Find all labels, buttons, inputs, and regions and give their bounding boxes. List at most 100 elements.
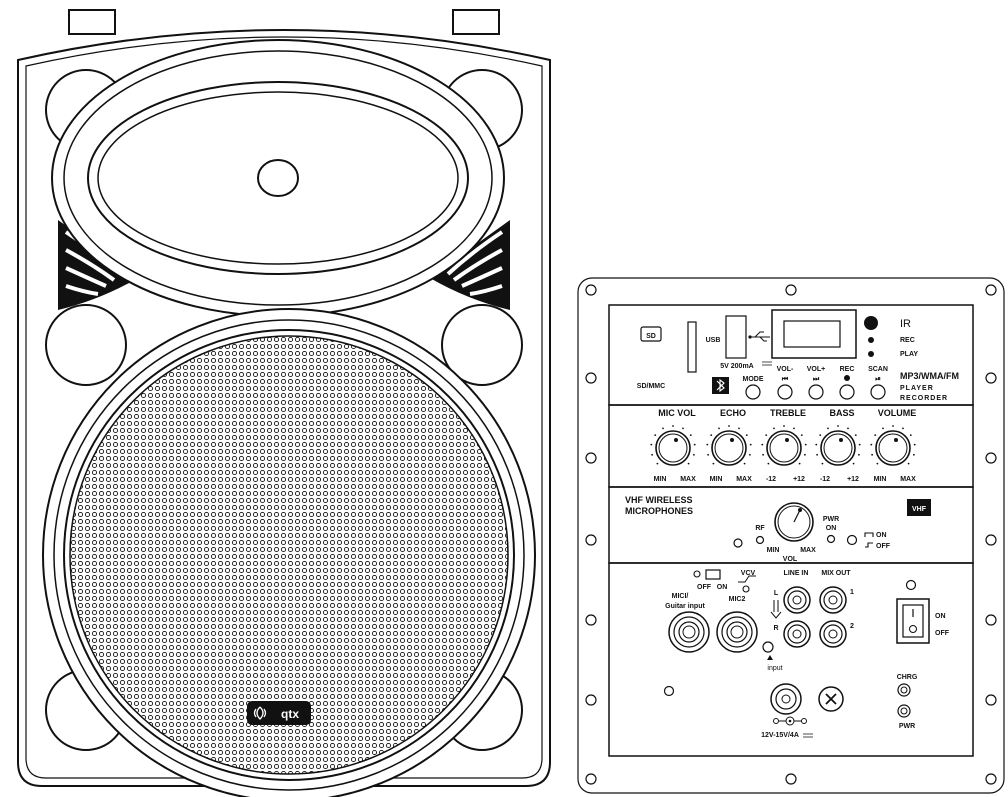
left-channel-label: L: [774, 590, 779, 597]
mic1-label-1: MICI/: [672, 593, 689, 600]
knob-tick: [852, 462, 855, 465]
knob-tick: [710, 434, 713, 436]
knob-tick: [874, 434, 877, 436]
knob-tick: [651, 453, 653, 456]
chrg-led: [897, 683, 911, 697]
dc-input-jack[interactable]: [770, 683, 802, 715]
knob-tick: [745, 434, 748, 436]
knob-tick: [672, 425, 674, 427]
switch-on-icon: [864, 532, 874, 537]
chrg-label: CHRG: [897, 674, 918, 681]
triangle-up-icon: [767, 655, 773, 660]
vol-minus-button[interactable]: [777, 384, 793, 400]
rec-led-label: REC: [900, 337, 915, 344]
knob-3: BASS-12+12: [815, 408, 861, 483]
speaker-cabinet: qtx: [17, 9, 551, 797]
player-section: SD SD/MMC USB 5V 200mA IR REC PLAY MODE …: [608, 304, 974, 406]
rec-button[interactable]: [839, 384, 855, 400]
scan-button[interactable]: [870, 384, 886, 400]
knob-tick: [871, 453, 873, 456]
right-vent: [430, 220, 510, 310]
wireless-min: MIN: [767, 547, 780, 554]
knob-tick: [773, 427, 775, 430]
guitar-input-switch[interactable]: [705, 569, 721, 580]
knob-max-label: MAX: [736, 476, 752, 483]
knob-tick: [687, 462, 690, 465]
vhf-badge-text: VHF: [912, 506, 927, 513]
knob-tick: [650, 443, 653, 446]
knob-dial[interactable]: [711, 430, 747, 466]
knob-tick: [728, 425, 730, 427]
knob-tick: [693, 453, 695, 456]
knob-2: TREBLE-12+12: [761, 408, 807, 483]
mic2-jack[interactable]: [716, 611, 758, 653]
power-switch[interactable]: [896, 598, 930, 644]
usb-icon: [748, 331, 770, 342]
io-section: OFF ON VCV MICI/ Guitar input MIC2 LINE …: [608, 562, 974, 757]
control-panel: SD SD/MMC USB 5V 200mA IR REC PLAY MODE …: [577, 277, 1005, 794]
knob-dial[interactable]: [766, 430, 802, 466]
knob-tick: [800, 434, 803, 436]
knob-tick: [654, 434, 657, 436]
knob-tick: [909, 434, 912, 436]
wireless-vol-knob[interactable]: [774, 502, 814, 542]
woofer: qtx: [42, 308, 536, 797]
vol-plus-button[interactable]: [808, 384, 824, 400]
dc-polarity-icon: [773, 716, 807, 726]
knob-tick: [854, 434, 857, 436]
input-label: input: [767, 665, 782, 672]
wireless-switch[interactable]: [846, 534, 858, 546]
knob-tick: [876, 462, 879, 465]
usb-port[interactable]: [725, 315, 747, 359]
pwr-led-io: [897, 704, 911, 718]
line-in-right-jack[interactable]: [783, 620, 811, 648]
display-window: [771, 309, 857, 359]
knob-label: MIC VOL: [658, 408, 696, 418]
pwr-label: PWR: [823, 516, 839, 523]
play-pause-icon: ⏯: [875, 376, 881, 383]
mic1-label-2: Guitar input: [665, 603, 705, 610]
sd-mmc-label: SD/MMC: [637, 383, 665, 390]
pwr-io-label: PWR: [899, 723, 915, 730]
mix-out-1-jack[interactable]: [819, 586, 847, 614]
mic2-label: MIC2: [729, 596, 746, 603]
knob-tick: [743, 462, 746, 465]
knob-max-label: +12: [793, 476, 805, 483]
knob-dial[interactable]: [875, 430, 911, 466]
knob-dial[interactable]: [655, 430, 691, 466]
knob-tick: [821, 462, 824, 465]
dc-input-label: 12V-15V/4A: [761, 732, 799, 739]
tweeter-horn: [51, 39, 505, 317]
panel-screw-holes: [585, 284, 997, 785]
knob-min-label: MIN: [874, 476, 887, 483]
fuse-holder[interactable]: [818, 686, 844, 712]
input-button[interactable]: [762, 641, 774, 653]
wireless-title-2: MICROPHONES: [625, 506, 693, 516]
knob-tick: [783, 425, 785, 427]
line-in-left-jack[interactable]: [783, 586, 811, 614]
knob-min-label: -12: [766, 476, 776, 483]
mic1-jack[interactable]: [668, 611, 710, 653]
io-screw-top-right: [905, 579, 917, 591]
power-off-label: OFF: [935, 630, 950, 637]
switch-off-text: OFF: [697, 584, 712, 591]
arrow-down-icon: [770, 600, 782, 619]
knob-tick: [892, 425, 894, 427]
rf-label: RF: [755, 525, 765, 532]
knob-tick: [749, 443, 752, 446]
knob-tick: [712, 462, 715, 465]
next-icon: ⏭: [813, 376, 820, 383]
mix-out-2-jack[interactable]: [819, 620, 847, 648]
knob-dial[interactable]: [820, 430, 856, 466]
knob-tick: [837, 425, 839, 427]
mix-out-label: MIX OUT: [821, 570, 851, 577]
mode-button[interactable]: [745, 384, 761, 400]
wireless-title-1: VHF WIRELESS: [625, 495, 693, 505]
knob-tick: [765, 434, 768, 436]
sd-card-slot[interactable]: [687, 321, 697, 373]
recorder-label: RECORDER: [900, 395, 948, 402]
mix-out-2-label: 2: [850, 623, 854, 630]
knob-tick: [662, 427, 664, 430]
play-led-label: PLAY: [900, 351, 918, 358]
